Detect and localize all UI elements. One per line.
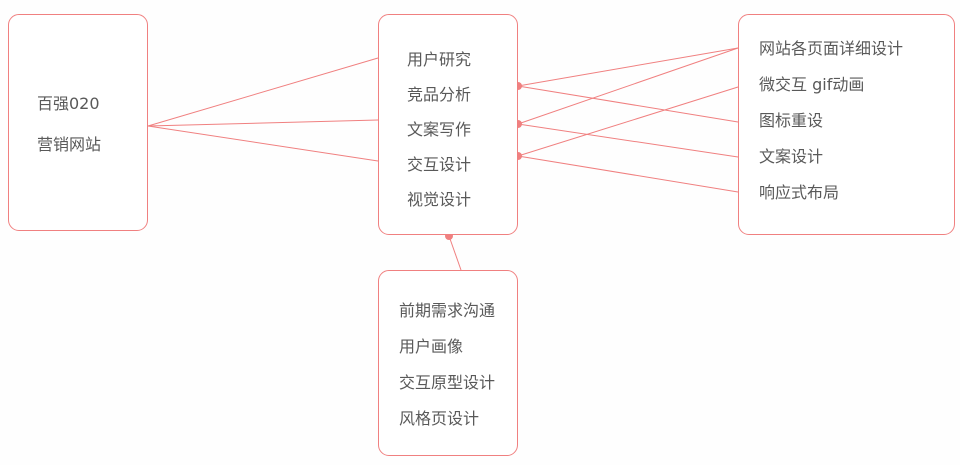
- phase-node: 前期需求沟通 用户画像 交互原型设计 风格页设计: [378, 270, 518, 456]
- process-item: 用户研究: [407, 50, 472, 69]
- output-item: 网站各页面详细设计: [759, 39, 904, 58]
- process-item: 竞品分析: [407, 85, 472, 104]
- process-item: 文案写作: [407, 120, 472, 139]
- process-item: 视觉设计: [407, 190, 472, 209]
- connector-line: [448, 235, 462, 271]
- connector-line: [517, 47, 739, 87]
- process-item: 交互设计: [407, 155, 472, 174]
- output-item: 响应式布局: [759, 183, 840, 202]
- output-node: 网站各页面详细设计 微交互 gif动画 图标重设 文案设计 响应式布局: [738, 14, 955, 235]
- connector-line: [517, 155, 739, 193]
- connector-line: [147, 119, 379, 127]
- connector-line: [147, 57, 379, 127]
- connector-line: [517, 47, 739, 125]
- connector-line: [517, 86, 739, 157]
- output-item: 图标重设: [759, 111, 824, 130]
- phase-item: 前期需求沟通: [399, 301, 496, 320]
- root-node-title-line: 百强020: [37, 94, 100, 113]
- output-item: 微交互 gif动画: [759, 75, 865, 94]
- output-item: 文案设计: [759, 147, 824, 166]
- root-node: 百强020 营销网站: [8, 14, 148, 231]
- connector-line: [517, 85, 739, 123]
- phase-item: 交互原型设计: [399, 373, 496, 392]
- connector-line: [147, 125, 379, 162]
- connector-line: [517, 123, 739, 158]
- phase-item: 风格页设计: [399, 409, 480, 428]
- root-node-title-line: 营销网站: [37, 135, 102, 154]
- phase-item: 用户画像: [399, 337, 464, 356]
- process-node: 用户研究 竞品分析 文案写作 交互设计 视觉设计: [378, 14, 518, 235]
